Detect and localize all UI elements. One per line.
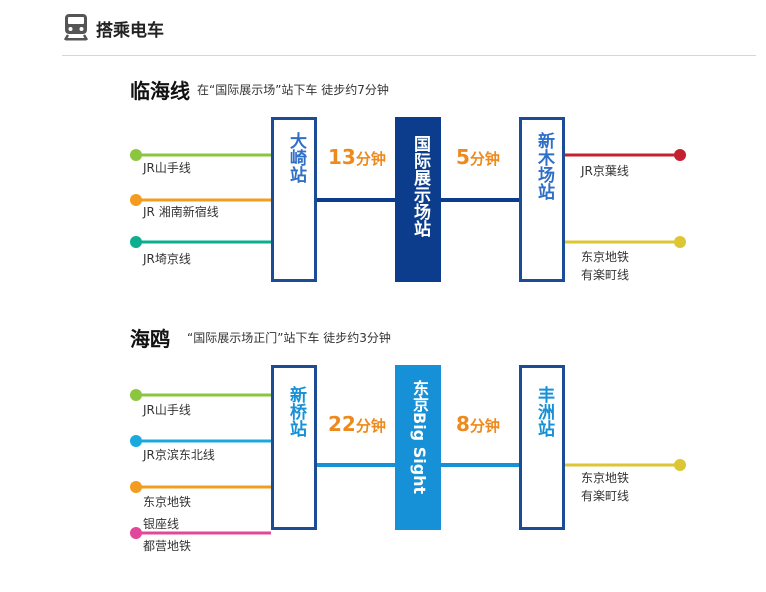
section-2-title: 海鸥: [130, 327, 170, 351]
station-shimbashi-name: 新桥站: [286, 386, 306, 437]
station-shimbashi: 新桥站: [271, 365, 317, 530]
station-toyosu-name: 丰洲站: [534, 386, 554, 437]
hub-tokyo-big-sight-name: 东京Big Sight: [410, 380, 429, 495]
section-2-subtitle: “国际展示场正门”站下车 徒步约3分钟: [187, 331, 391, 345]
line-label: JR京葉线: [581, 164, 629, 178]
line-terminal-dot: [130, 435, 142, 447]
trip-time-osaki: 13分钟: [328, 145, 386, 169]
station-shin-kiba: 新木场站: [519, 117, 565, 282]
hub-kokusai-tenjijo-name: 国际展示场站: [410, 135, 430, 237]
section-1-title: 临海线: [130, 79, 190, 103]
section-1-subtitle: 在“国际展示场”站下车 徒步约7分钟: [197, 83, 389, 97]
line-terminal-dot: [674, 459, 686, 471]
hub-kokusai-tenjijo: 国际展示场站: [395, 117, 441, 282]
train-icon: [63, 14, 89, 41]
trip-time-toyosu: 8分钟: [456, 412, 500, 436]
line-label: JR山手线: [143, 161, 191, 175]
line-terminal-dot: [130, 527, 142, 539]
line-label: JR埼京线: [143, 252, 191, 266]
line-terminal-dot: [130, 389, 142, 401]
station-osaki: 大崎站: [271, 117, 317, 282]
trip-time-shin-kiba: 5分钟: [456, 145, 500, 169]
hub-tokyo-big-sight: 东京Big Sight: [395, 365, 441, 530]
line-label: JR京滨东北线: [143, 448, 215, 462]
station-shin-kiba-name: 新木场站: [534, 132, 554, 200]
station-toyosu: 丰洲站: [519, 365, 565, 530]
line-label: 都营地铁: [143, 539, 192, 553]
page-title: 搭乘电车: [96, 21, 164, 41]
line-label: 东京地铁 有楽町线: [581, 250, 630, 282]
line-terminal-dot: [130, 149, 142, 161]
station-osaki-name: 大崎站: [286, 132, 306, 183]
line-terminal-dot: [130, 236, 142, 248]
line-terminal-dot: [130, 194, 142, 206]
line-label: 东京地铁 银座线: [143, 495, 192, 531]
line-terminal-dot: [674, 236, 686, 248]
line-label: 东京地铁 有楽町线: [581, 471, 630, 503]
line-label: JR 湘南新宿线: [143, 205, 219, 219]
line-terminal-dot: [674, 149, 686, 161]
trip-time-shimbashi: 22分钟: [328, 412, 386, 436]
line-label: JR山手线: [143, 403, 191, 417]
header-divider: [62, 55, 756, 56]
line-terminal-dot: [130, 481, 142, 493]
